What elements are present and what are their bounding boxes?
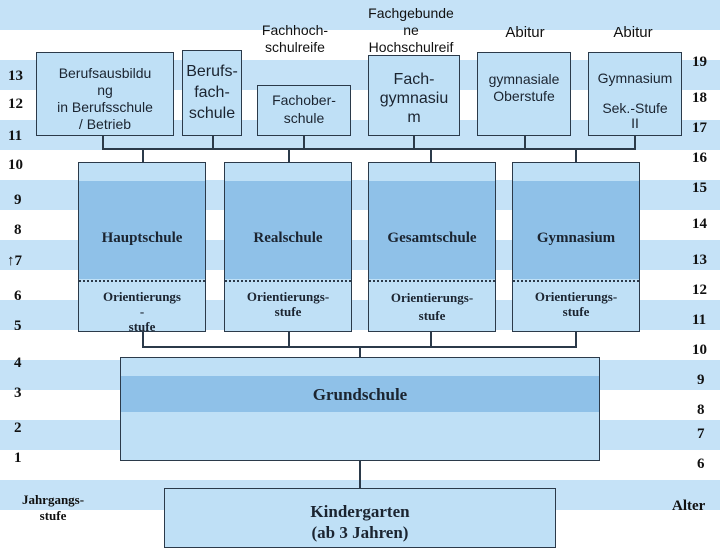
right-axis-number: 10 [692,342,707,358]
connector [430,148,432,162]
box-hauptschule: Hauptschule Orientierungs - stufe [78,162,206,334]
label-fachgebundene-hochschulreife: Fachgebunde ne Hochschulreif e [368,5,454,72]
connector [524,136,526,149]
left-axis-number: 8 [14,222,22,238]
box-kindergarten: Kindergarten (ab 3 Jahren) [164,488,556,548]
connector [575,148,577,162]
label-abitur-1: Abitur [505,24,545,41]
box-shade [513,181,639,279]
left-axis-number: 12 [8,96,23,112]
gymnasium-sek2-label: Gymnasium Sek.-Stufe II [597,70,673,131]
box-gymnasium-sek2: Gymnasium Sek.-Stufe II [588,52,682,136]
right-axis-number: 13 [692,252,707,268]
realschule-orientierungsstufe: Orientierungs- stufe [246,289,330,319]
left-axis-number: 2 [14,420,22,436]
connector [288,148,290,162]
gymnasium-orientierungsstufe: Orientierungs- stufe [534,289,618,319]
divider [513,280,639,282]
hauptschule-label: Hauptschule [101,230,183,246]
right-axis-number: 17 [692,120,707,136]
connector [634,136,636,149]
box-shade [225,181,351,279]
box-berufsfachschule: Berufs- fach- schule [182,50,242,136]
gymnasium-label: Gymnasium [536,230,616,246]
connector-horizontal [102,148,636,150]
left-axis-number: 1 [14,450,22,466]
box-fachgymnasium: Fach- gymnasiu m [368,55,460,136]
gymnasiale-oberstufe-label: gymnasiale Oberstufe [488,71,560,104]
connector [142,148,144,162]
right-axis-number: 11 [692,312,707,328]
gesamtschule-label: Gesamtschule [387,230,477,246]
fachgymnasium-label: Fach- gymnasiu m [379,71,449,126]
connector [212,136,214,149]
box-gesamtschule: Gesamtschule Orientierungs- stufe [368,162,496,332]
right-axis-number: 12 [692,282,707,298]
right-axis-number: 16 [692,150,707,166]
connector [359,461,361,489]
right-axis-number: 8 [697,402,705,418]
divider [79,280,205,282]
connector [430,332,432,347]
left-axis-number: 10 [8,157,23,173]
kindergarten-label: Kindergarten (ab 3 Jahren) [310,502,410,542]
box-fachoberschule: Fachober- schule [257,85,351,136]
connector [359,346,361,358]
connector [142,332,144,347]
divider [225,280,351,282]
left-axis-label: Jahrgangs- stufe [21,492,85,523]
box-gymnasium: Gymnasium Orientierungs- stufe [512,162,640,332]
box-gymnasiale-oberstufe: gymnasiale Oberstufe [477,52,571,136]
box-shade [369,181,495,279]
label-fachhochschulreife: Fachhoch- schulreife [261,22,329,55]
right-axis-number: 7 [697,426,705,442]
gesamtschule-orientierungsstufe: Orientierungs- stufe [390,290,474,323]
box-shade [121,376,599,412]
connector [288,332,290,347]
connector [303,136,305,149]
box-berufsausbildung: Berufsausbildu ng in Berufsschule / Betr… [36,52,174,136]
left-axis-number: 9 [14,192,22,208]
stripe [0,0,720,30]
right-axis-number: 19 [692,54,707,70]
connector [575,332,577,347]
box-grundschule: Grundschule [120,357,600,461]
right-axis-number: 9 [697,372,705,388]
realschule-label: Realschule [253,230,323,246]
box-shade [79,181,205,279]
right-axis-number: 6 [697,456,705,472]
left-axis-number: 13 [8,68,23,84]
box-realschule: Realschule Orientierungs- stufe [224,162,352,332]
right-axis-number: 18 [692,90,707,106]
left-axis-number: 6 [14,288,22,304]
right-axis-number: 15 [692,180,707,196]
left-axis-number: 3 [14,385,22,401]
left-axis-number: 5 [14,318,22,334]
fachoberschule-label: Fachober- schule [272,92,336,126]
divider [369,280,495,282]
left-axis-number: 4 [14,355,22,371]
berufsfachschule-label: Berufs- fach- schule [186,63,238,122]
grundschule-label: Grundschule [312,385,408,404]
hauptschule-orientierungsstufe: Orientierungs - stufe [103,289,181,334]
berufsausbildung-label: Berufsausbildu ng in Berufsschule / Betr… [57,65,153,132]
label-abitur-2: Abitur [613,24,653,41]
connector [413,136,415,149]
left-axis-number: 11 [8,128,23,144]
left-axis-number: ↑7 [7,253,22,269]
right-axis-label: Alter [672,498,706,514]
connector [102,136,104,149]
right-axis-number: 14 [692,216,707,232]
